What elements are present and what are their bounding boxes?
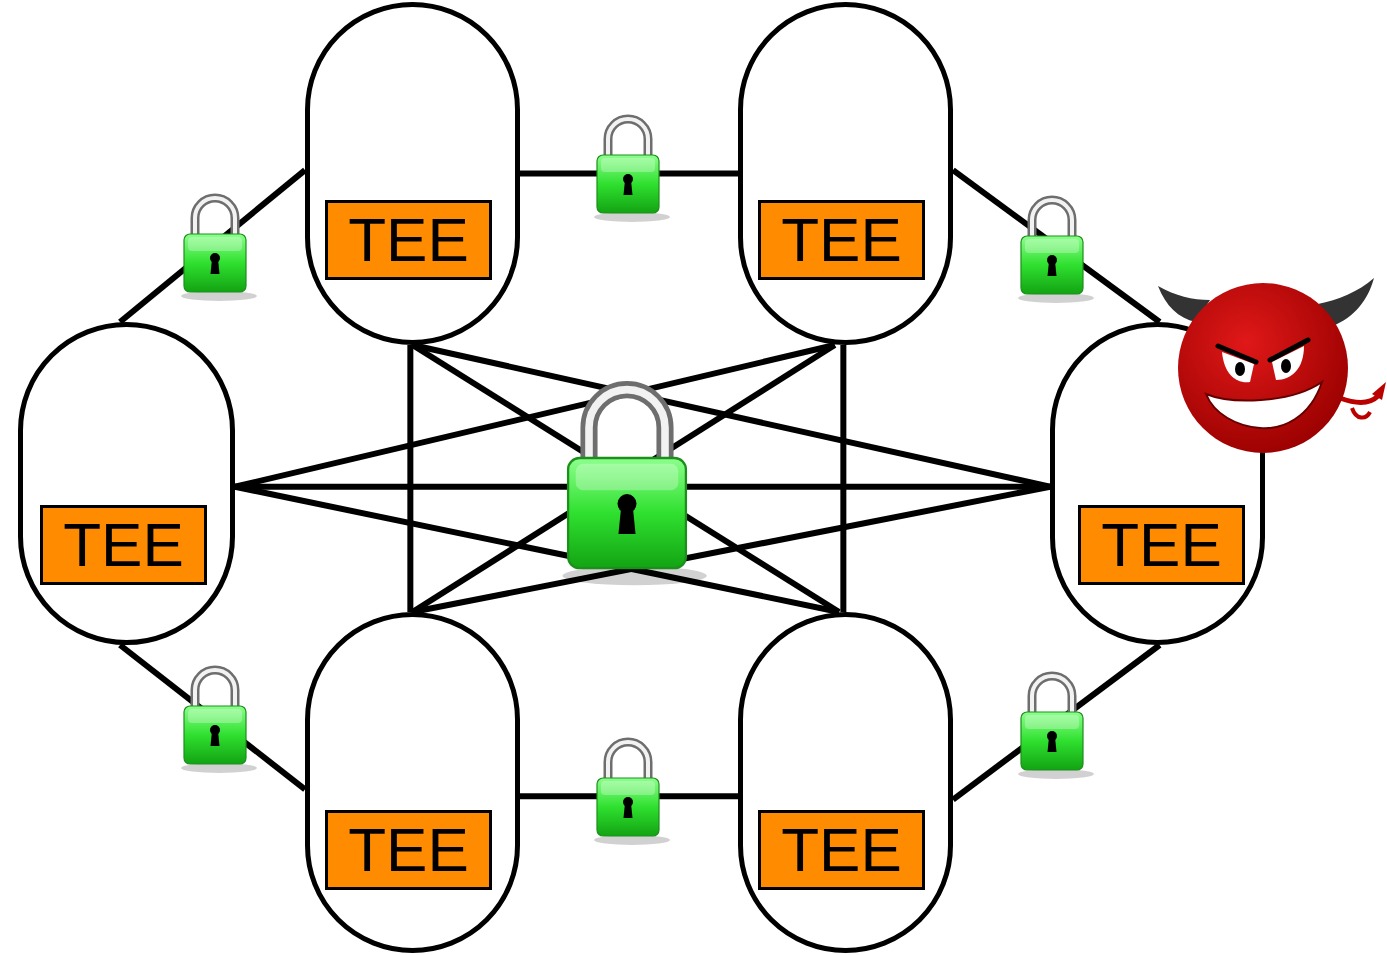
tee-label: TEE (758, 200, 925, 280)
secure-channel (520, 171, 738, 177)
secure-channel (953, 170, 1160, 322)
pill-outline (305, 612, 520, 953)
tee-node: TEE (305, 2, 520, 345)
tee-label: TEE (325, 200, 492, 280)
secure-channel (413, 487, 1051, 612)
secure-channel (235, 487, 839, 612)
tee-label: TEE (1078, 505, 1245, 585)
pill-outline (18, 322, 235, 645)
secure-channel (953, 645, 1160, 800)
secure-channel (840, 345, 846, 612)
tee-node: TEE (1050, 322, 1265, 645)
secure-channel (520, 793, 738, 799)
tee-node: TEE (738, 612, 953, 953)
pill-outline (738, 2, 953, 345)
pill-outline (1050, 322, 1265, 645)
tee-node: TEE (738, 2, 953, 345)
secure-channel (120, 645, 305, 789)
tee-node: TEE (18, 322, 235, 645)
secure-channel (413, 345, 1051, 487)
secure-channel (407, 345, 413, 612)
secure-channel (235, 484, 1050, 490)
pill-outline (738, 612, 953, 953)
tee-label: TEE (40, 505, 207, 585)
tee-label: TEE (325, 810, 492, 890)
tee-label: TEE (758, 810, 925, 890)
secure-channel (120, 170, 305, 322)
secure-channel (235, 345, 835, 487)
tee-node: TEE (305, 612, 520, 953)
pill-outline (305, 2, 520, 345)
